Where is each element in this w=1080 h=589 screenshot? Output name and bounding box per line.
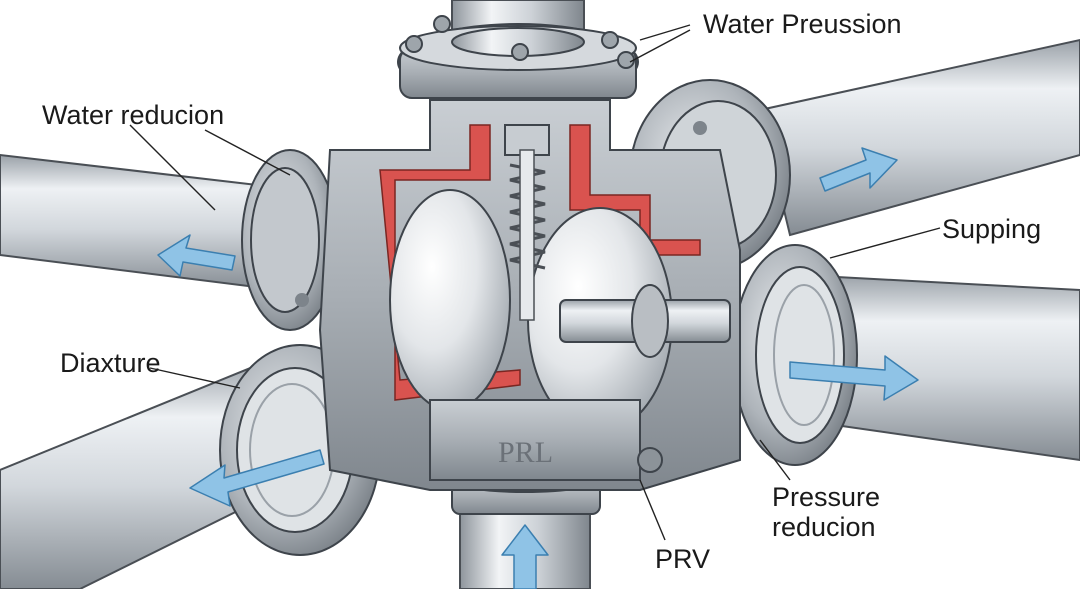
disc-left (389, 189, 511, 411)
label-prv: PRV (655, 544, 710, 574)
bolt-icon (405, 35, 423, 53)
flow-arrow-icon (189, 449, 325, 507)
bolt-icon (511, 43, 529, 61)
flow-arrow-icon (819, 147, 898, 192)
pipe-upper-right (758, 38, 1080, 237)
bolt-icon (617, 51, 635, 69)
flange-top (397, 15, 639, 101)
label-water-pressure: Water Preussion (703, 9, 902, 39)
label-water-reduction: Water reducion (42, 100, 224, 130)
valve-body: PRL (318, 99, 741, 491)
flange-left (241, 149, 342, 331)
label-diaxture: Diaxture (60, 348, 161, 378)
spring (504, 124, 550, 321)
flow-arrow-icon (789, 355, 919, 401)
flow-arrow-icon (157, 234, 236, 277)
label-pressure-reduction-line2: reducion (772, 512, 876, 542)
label-supping: Supping (942, 214, 1041, 244)
label-pressure-reduction-line1: Pressure (772, 482, 880, 512)
bolt-icon (601, 31, 619, 49)
leader-lines (129, 24, 941, 541)
flow-arrow-icon (501, 524, 549, 589)
body-marking: PRL (498, 436, 553, 469)
flange-lower-right (732, 244, 858, 466)
bolt-icon (433, 15, 451, 33)
